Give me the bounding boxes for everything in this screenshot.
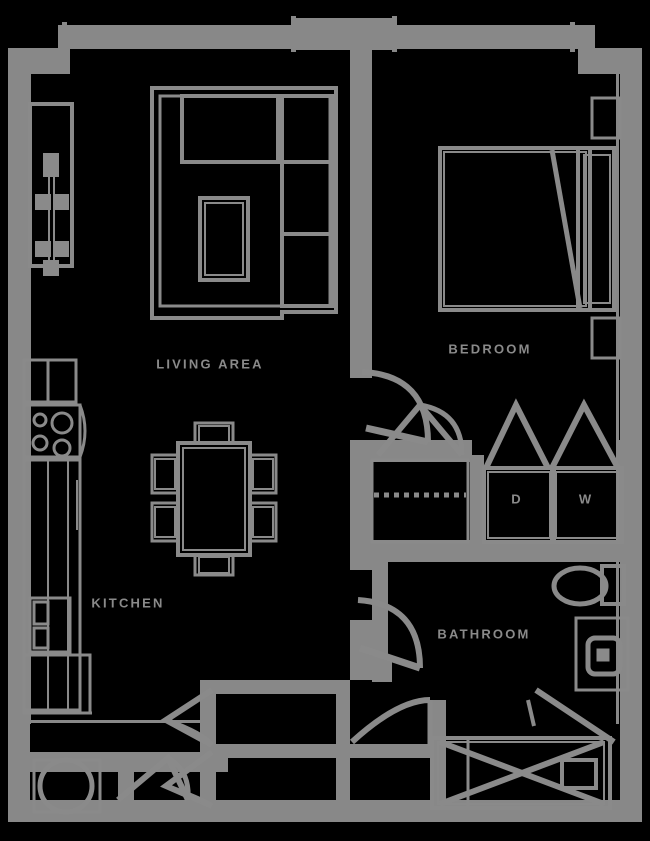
bathroom-door[interactable] [357,597,423,672]
kitchen-lower-cabinets [22,653,92,715]
kitchen-counter-lower [22,458,82,712]
structural-walls [8,16,642,822]
room-label-bedroom: BEDROOM [448,341,531,356]
washer-label: W [579,491,592,506]
entry-sink-fixture [32,757,102,815]
dining-chairs [150,421,278,577]
room-label-living-area: LIVING AREA [156,356,264,371]
kitchen-counter-upper [22,358,78,404]
room-label-bathroom: BATHROOM [437,626,530,641]
entry-closet-door[interactable] [160,687,215,809]
bathtub-shower [430,736,612,810]
dryer-label: D [511,491,520,506]
sectional-sofa [150,86,338,320]
laundry-closet-door[interactable] [483,398,621,470]
entry-door[interactable] [116,753,191,803]
bed [438,146,592,312]
room-label-kitchen: KITCHEN [91,595,164,610]
linen-closet-frame [370,458,470,544]
bedroom-wall-niches [590,96,622,360]
kitchen-sink [28,596,72,654]
vanity-sink [574,616,630,692]
cooktop-range [22,403,87,459]
laundry-closet-frame [482,466,624,544]
refrigerator [28,102,74,276]
nightstand [576,146,616,312]
hall-closet-door[interactable] [375,400,465,457]
coffee-table [198,196,250,282]
shower-rod [526,687,616,745]
toilet [551,564,626,607]
